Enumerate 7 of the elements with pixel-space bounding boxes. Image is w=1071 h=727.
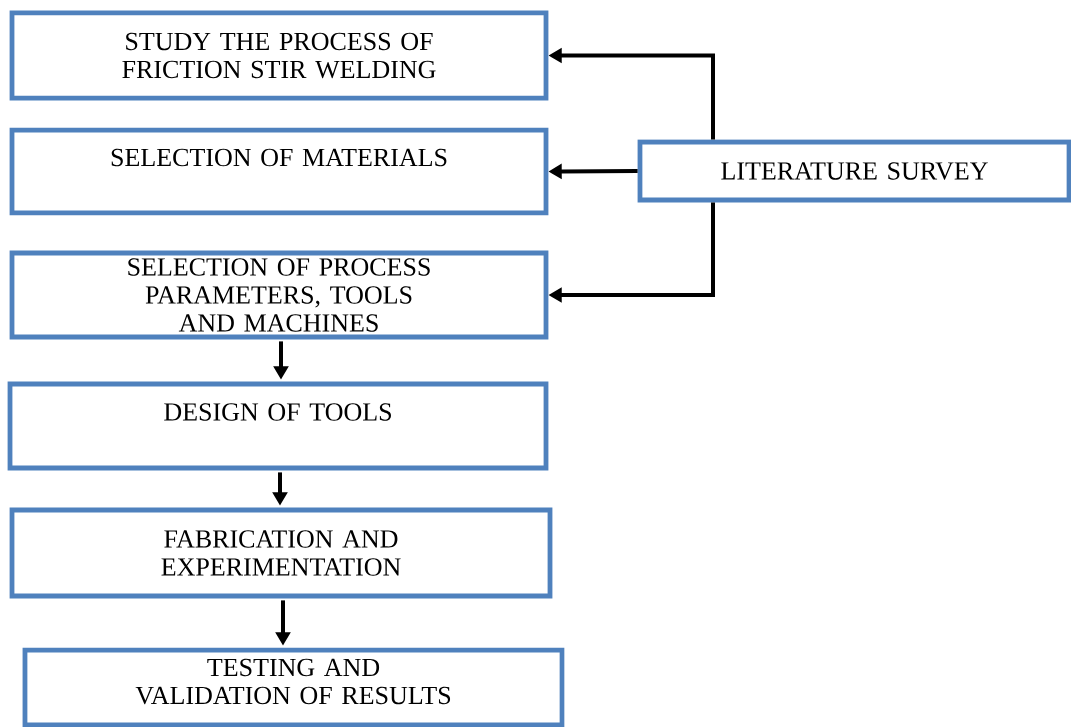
process-box: FABRICATION AND EXPERIMENTATION [9,507,553,599]
process-box: DESIGN OF TOOLS [7,381,549,471]
process-box: SELECTION OF MATERIALS [9,127,549,216]
process-box: STUDY THE PROCESS OF FRICTION STIR WELDING [9,10,549,101]
process-box: SELECTION OF PROCESS PARAMETERS, TOOLS AND MACHINES [9,250,549,340]
process-box: TESTING AND VALIDATION OF RESULTS [22,647,565,727]
process-box: LITERATURE SURVEY [637,139,1071,203]
